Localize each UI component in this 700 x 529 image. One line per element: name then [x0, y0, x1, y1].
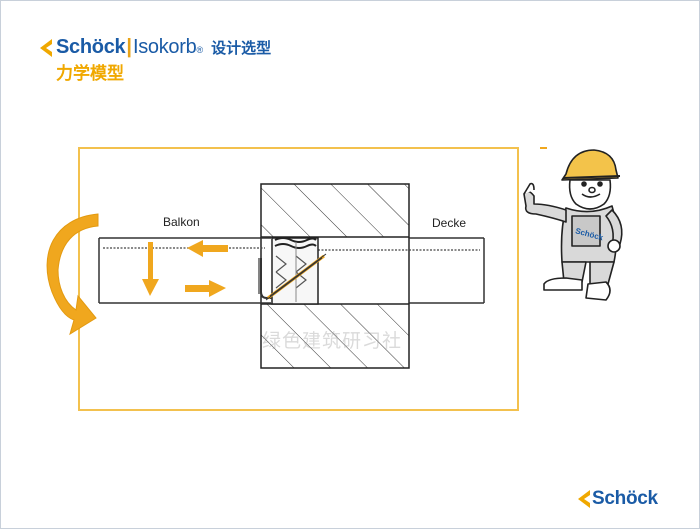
brand-schoeck: Schöck	[56, 36, 126, 58]
shear-force-arrow	[142, 242, 159, 296]
diagram-frame	[78, 147, 519, 411]
brand-isokorb: Isokorb	[132, 36, 197, 58]
schoeck-logo-icon	[40, 38, 52, 57]
label-balcony: Balkon	[163, 215, 200, 229]
compression-arrow	[187, 240, 228, 257]
footer-logo: Schöck	[578, 488, 658, 510]
wall	[260, 183, 410, 369]
worker-mascot-illustration: Schöck	[523, 149, 623, 301]
isokorb-element	[258, 237, 327, 305]
brand-logo: Schöck | Isokorb ® 设计选型	[40, 36, 271, 59]
header: Schöck | Isokorb ® 设计选型 力学模型	[40, 36, 271, 84]
header-title-cn: 设计选型	[211, 39, 272, 57]
tension-arrow	[185, 280, 226, 297]
registered-mark: ®	[196, 45, 204, 55]
moment-arrow	[46, 213, 99, 336]
page-subtitle: 力学模型	[56, 64, 124, 84]
footer-logo-text: Schöck	[592, 488, 658, 509]
schoeck-logo-icon	[578, 490, 590, 508]
brand-separator: |	[126, 36, 132, 58]
watermark-text: 绿色建筑研习社	[262, 330, 403, 352]
balcony-slab	[98, 237, 271, 304]
label-floor: Decke	[432, 216, 466, 230]
floor-slab	[318, 237, 485, 304]
